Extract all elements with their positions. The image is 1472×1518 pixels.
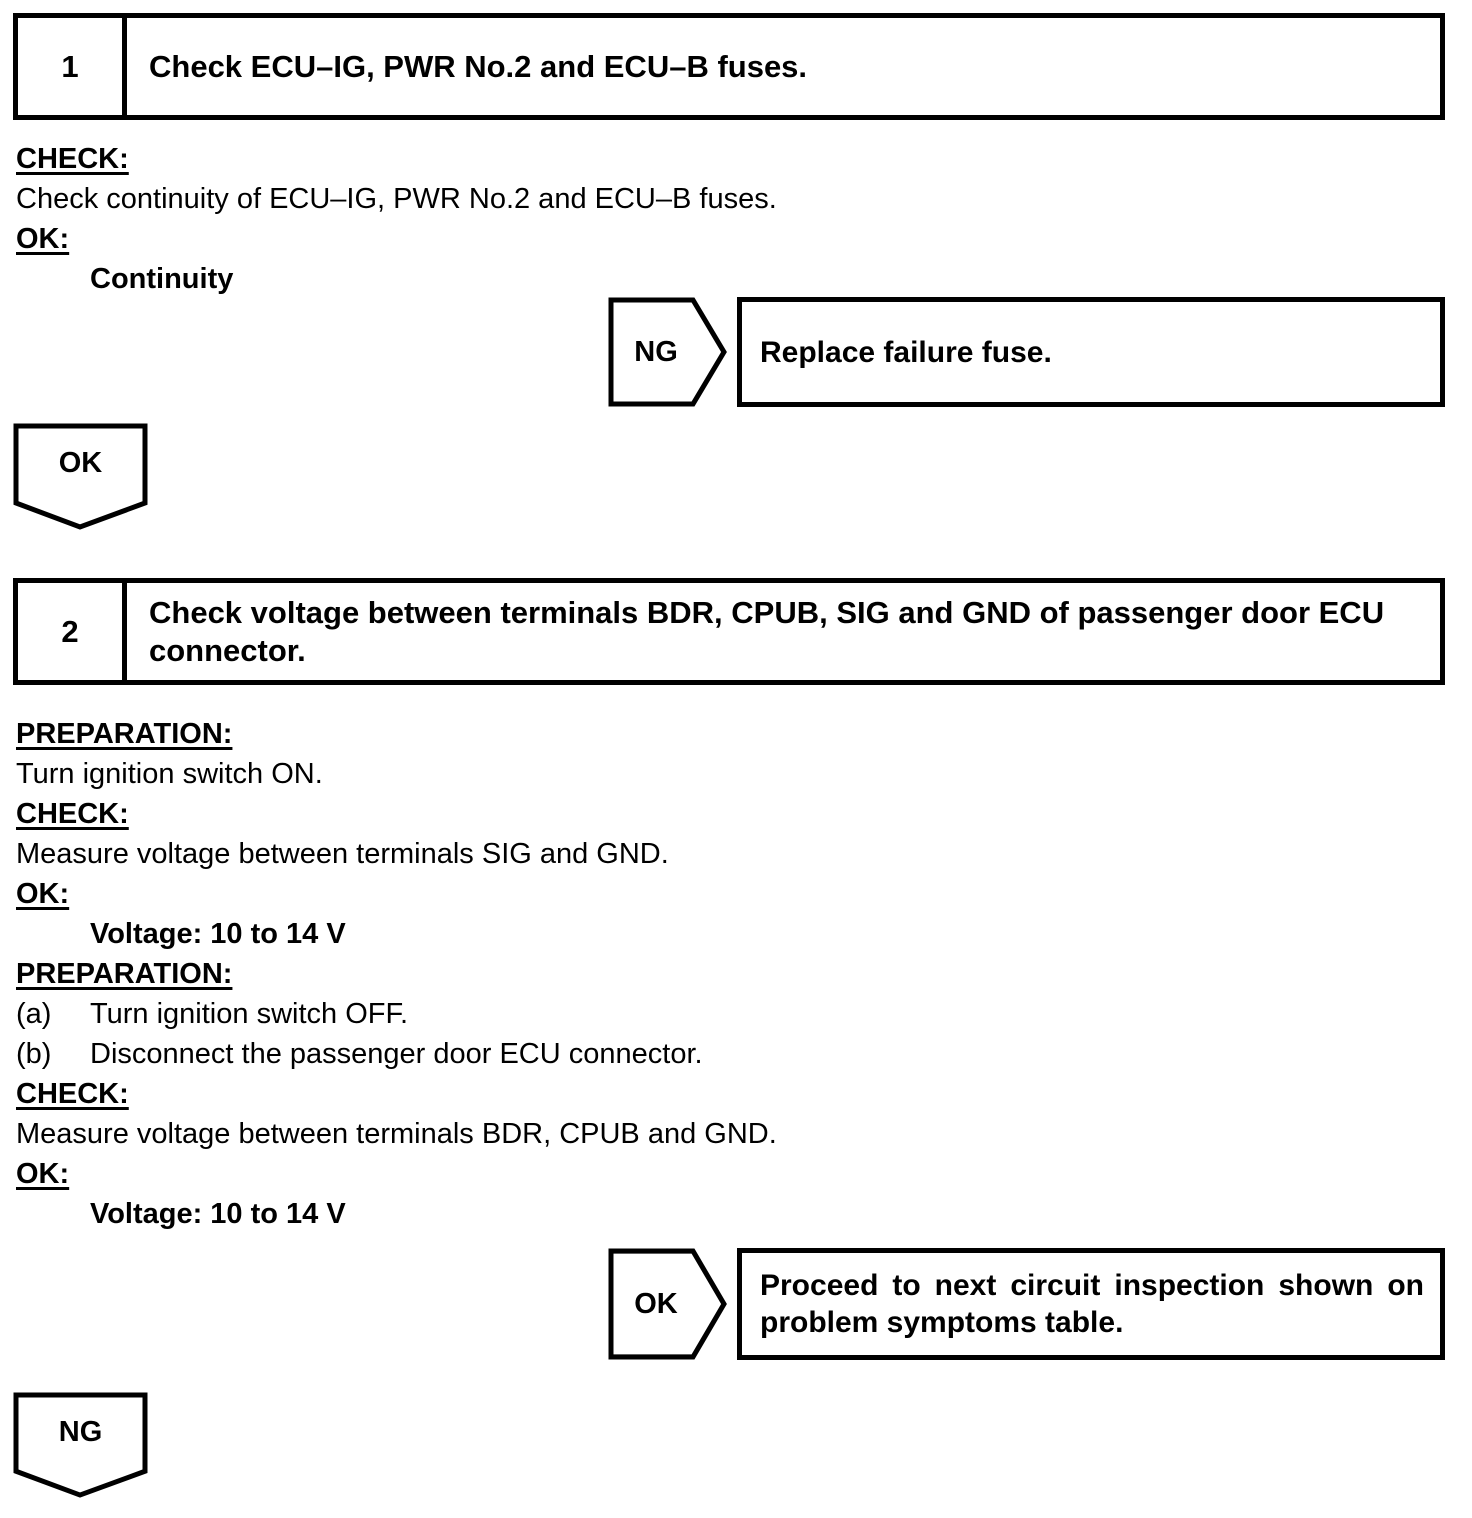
step-2-ok-arrow: OK xyxy=(608,1248,727,1360)
step-2-preparation-item-b-text: Disconnect the passenger door ECU connec… xyxy=(90,1038,703,1070)
list-marker-a: (a) xyxy=(16,998,52,1030)
step-2-check-instruction-2: Measure voltage between terminals BDR, C… xyxy=(16,1118,777,1150)
step-2-ok-spec-1: Voltage: 10 to 14 V xyxy=(90,918,346,950)
step-2-preparation-heading-1: PREPARATION: xyxy=(16,718,233,750)
right-arrow-pentagon-icon xyxy=(608,297,727,407)
step-2-title: Check voltage between terminals BDR, CPU… xyxy=(149,594,1385,668)
step-2-ok-action-text: Proceed to next circuit inspection shown… xyxy=(760,1269,1424,1339)
step-1-ok-continue: OK xyxy=(13,423,148,530)
step-2-check-instruction-1: Measure voltage between terminals SIG an… xyxy=(16,838,669,870)
step-2-ok-heading-2: OK: xyxy=(16,1158,70,1190)
step-1-ok-continue-label: OK xyxy=(58,447,103,480)
step-1-header-box: 1 Check ECU–IG, PWR No.2 and ECU–B fuses… xyxy=(13,13,1445,120)
step-2-ok-action-box: Proceed to next circuit inspection shown… xyxy=(737,1248,1445,1360)
step-1-ok-spec: Continuity xyxy=(90,263,234,295)
step-1-check-heading: CHECK: xyxy=(16,143,129,175)
down-arrow-pentagon-icon xyxy=(13,423,148,530)
step-2-preparation-item-b: (b) Disconnect the passenger door ECU co… xyxy=(16,1034,1456,1074)
step-2-ok-spec-2: Voltage: 10 to 14 V xyxy=(90,1198,346,1230)
step-1-body: CHECK: Check continuity of ECU–IG, PWR N… xyxy=(16,139,1456,299)
step-2-check-heading-2: CHECK: xyxy=(16,1078,129,1110)
step-2-ng-continue: NG xyxy=(13,1392,148,1498)
step-2-preparation-item-a: (a) Turn ignition switch OFF. xyxy=(16,994,1456,1034)
step-2-ng-continue-label: NG xyxy=(58,1415,103,1448)
step-1-ng-action-box: Replace failure fuse. xyxy=(737,297,1445,407)
step-2-ok-label: OK xyxy=(634,1287,678,1320)
step-2-number: 2 xyxy=(18,583,127,680)
right-arrow-pentagon-icon xyxy=(608,1248,727,1360)
step-2-preparation-instruction-1: Turn ignition switch ON. xyxy=(16,758,323,790)
step-2-preparation-heading-2: PREPARATION: xyxy=(16,958,233,990)
step-2-ok-heading-1: OK: xyxy=(16,878,70,910)
step-2-header-box: 2 Check voltage between terminals BDR, C… xyxy=(13,578,1445,685)
step-2-check-heading-1: CHECK: xyxy=(16,798,129,830)
step-1-ok-heading: OK: xyxy=(16,223,70,255)
step-1-check-instruction: Check continuity of ECU–IG, PWR No.2 and… xyxy=(16,183,777,215)
step-2-preparation-item-a-text: Turn ignition switch OFF. xyxy=(90,998,409,1030)
step-1-number: 1 xyxy=(18,18,127,115)
down-arrow-pentagon-icon xyxy=(13,1392,148,1498)
list-marker-b: (b) xyxy=(16,1038,52,1070)
step-2-body: PREPARATION: Turn ignition switch ON. CH… xyxy=(16,714,1456,1234)
step-1-ng-action-text: Replace failure fuse. xyxy=(760,335,1052,369)
step-1-title: Check ECU–IG, PWR No.2 and ECU–B fuses. xyxy=(149,48,808,84)
step-1-ng-arrow: NG xyxy=(608,297,727,407)
step-1-ng-label: NG xyxy=(634,335,678,368)
